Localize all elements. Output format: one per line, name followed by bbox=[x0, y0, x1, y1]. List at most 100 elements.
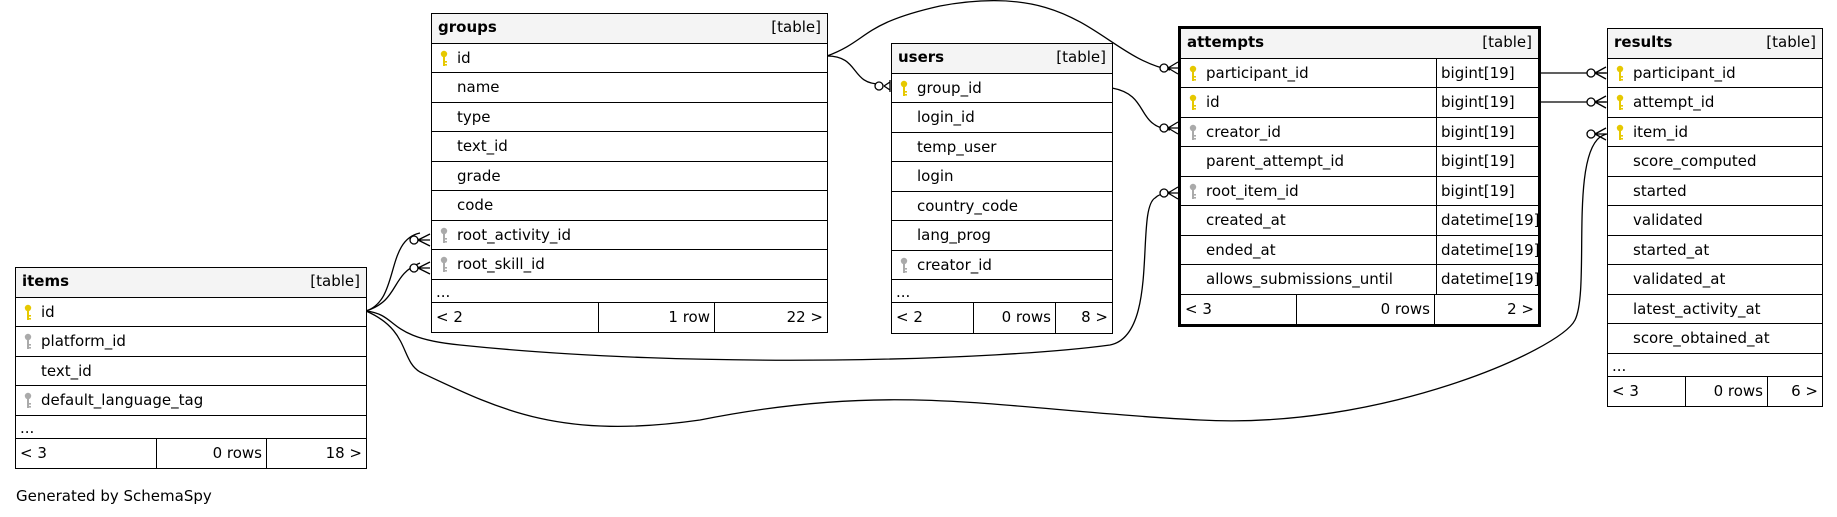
table-header[interactable]: items[table] bbox=[16, 268, 366, 298]
column-row[interactable]: country_code bbox=[892, 192, 1112, 221]
children-link[interactable]: 8 > bbox=[1081, 308, 1108, 326]
crow-foot-users bbox=[883, 80, 891, 92]
column-name: login_id bbox=[917, 108, 975, 126]
column-row[interactable]: login bbox=[892, 162, 1112, 192]
edge-marker-results-participant bbox=[1586, 68, 1596, 78]
column-name: creator_id bbox=[917, 255, 992, 274]
column-row[interactable]: root_activity_id bbox=[432, 221, 827, 250]
column-row[interactable]: validated_at bbox=[1608, 265, 1822, 295]
column-name: group_id bbox=[917, 78, 982, 97]
column-row[interactable]: attempt_id bbox=[1608, 88, 1822, 118]
column-name: validated_at bbox=[1633, 270, 1726, 288]
more-columns-ellipsis: ... bbox=[892, 280, 1112, 303]
column-row[interactable]: default_language_tag bbox=[16, 386, 366, 416]
column-row[interactable]: started bbox=[1608, 177, 1822, 206]
column-row[interactable]: text_id bbox=[16, 357, 366, 386]
column-name: text_id bbox=[41, 361, 92, 380]
column-row[interactable]: lang_prog bbox=[892, 221, 1112, 251]
column-type: bigint[19] bbox=[1436, 176, 1538, 205]
edge-marker-attempts-participant bbox=[1159, 63, 1169, 73]
column-name: score_computed bbox=[1633, 152, 1757, 170]
column-row[interactable]: group_id bbox=[892, 74, 1112, 103]
crow-foot-attempts-root-item bbox=[1167, 186, 1179, 200]
children-link[interactable]: 2 > bbox=[1507, 299, 1534, 318]
parents-link[interactable]: < 2 bbox=[432, 302, 599, 332]
row-count: 1 row bbox=[599, 302, 715, 332]
column-row[interactable]: started_at bbox=[1608, 236, 1822, 265]
column-name: participant_id bbox=[1633, 63, 1736, 82]
table-name: users bbox=[898, 48, 945, 66]
column-row[interactable]: id bbox=[16, 298, 366, 327]
edge-items-attempts bbox=[365, 191, 1171, 361]
column-row[interactable]: latest_activity_at bbox=[1608, 295, 1822, 324]
column-row[interactable]: code bbox=[432, 191, 827, 221]
children-link[interactable]: 6 > bbox=[1791, 381, 1818, 400]
table-header[interactable]: results[table] bbox=[1608, 29, 1822, 59]
table-header[interactable]: groups[table] bbox=[432, 14, 827, 44]
column-row[interactable]: type bbox=[432, 103, 827, 132]
table-items[interactable]: items[table]id platform_id text_id default_… bbox=[15, 267, 367, 469]
row-count: 0 rows bbox=[1297, 294, 1435, 324]
column-row[interactable]: name bbox=[432, 73, 827, 103]
column-name: latest_activity_at bbox=[1633, 299, 1761, 318]
children-link[interactable]: 22 > bbox=[786, 307, 823, 326]
edge-marker-results-item bbox=[1586, 129, 1596, 139]
column-row[interactable]: score_computed bbox=[1608, 147, 1822, 177]
column-row[interactable]: validated bbox=[1608, 206, 1822, 236]
column-row[interactable]: login_id bbox=[892, 103, 1112, 133]
column-name: root_skill_id bbox=[457, 255, 545, 273]
parents-link[interactable]: < 3 bbox=[1181, 294, 1297, 324]
crow-foot-results-attempt bbox=[1594, 95, 1607, 109]
column-row[interactable]: participant_id bbox=[1608, 59, 1822, 88]
column-row[interactable]: grade bbox=[432, 162, 827, 191]
more-columns-ellipsis: ... bbox=[16, 416, 366, 439]
crow-foot-groups-activity bbox=[417, 233, 431, 247]
parents-link[interactable]: < 3 bbox=[16, 438, 157, 468]
foreign-key-icon bbox=[440, 256, 448, 272]
table-type: [table] bbox=[771, 18, 821, 36]
column-name: attempt_id bbox=[1633, 93, 1715, 111]
parents-link[interactable]: < 2 bbox=[892, 303, 974, 333]
crow-foot-groups-skill bbox=[417, 261, 431, 275]
column-row[interactable]: temp_user bbox=[892, 133, 1112, 162]
column-name: grade bbox=[457, 166, 501, 185]
column-row[interactable]: root_skill_id bbox=[432, 250, 827, 280]
column-name: name bbox=[457, 78, 500, 96]
column-name: type bbox=[457, 107, 491, 126]
children-link[interactable]: 18 > bbox=[325, 443, 362, 462]
edge-marker-attempts-root-item bbox=[1159, 188, 1169, 198]
crow-foot-results-participant bbox=[1594, 66, 1607, 80]
more-columns-ellipsis: ... bbox=[432, 280, 827, 303]
generated-by-credit: Generated by SchemaSpy bbox=[16, 487, 212, 505]
parents-link[interactable]: < 3 bbox=[1608, 376, 1686, 406]
column-name: item_id bbox=[1633, 122, 1689, 141]
column-name: validated bbox=[1633, 211, 1703, 229]
column-row[interactable]: id bbox=[432, 44, 827, 73]
column-row[interactable]: text_id bbox=[432, 132, 827, 162]
column-row[interactable]: item_id bbox=[1608, 118, 1822, 147]
table-header[interactable]: attempts[table] bbox=[1181, 29, 1538, 59]
column-type: datetime[19] bbox=[1436, 265, 1540, 294]
column-name: platform_id bbox=[41, 332, 126, 350]
column-row[interactable]: platform_id bbox=[16, 327, 366, 357]
column-row[interactable]: score_obtained_at bbox=[1608, 324, 1822, 354]
column-name: id bbox=[1206, 93, 1220, 111]
table-header[interactable]: users[table] bbox=[892, 44, 1112, 74]
column-row[interactable]: creator_id bbox=[892, 251, 1112, 280]
